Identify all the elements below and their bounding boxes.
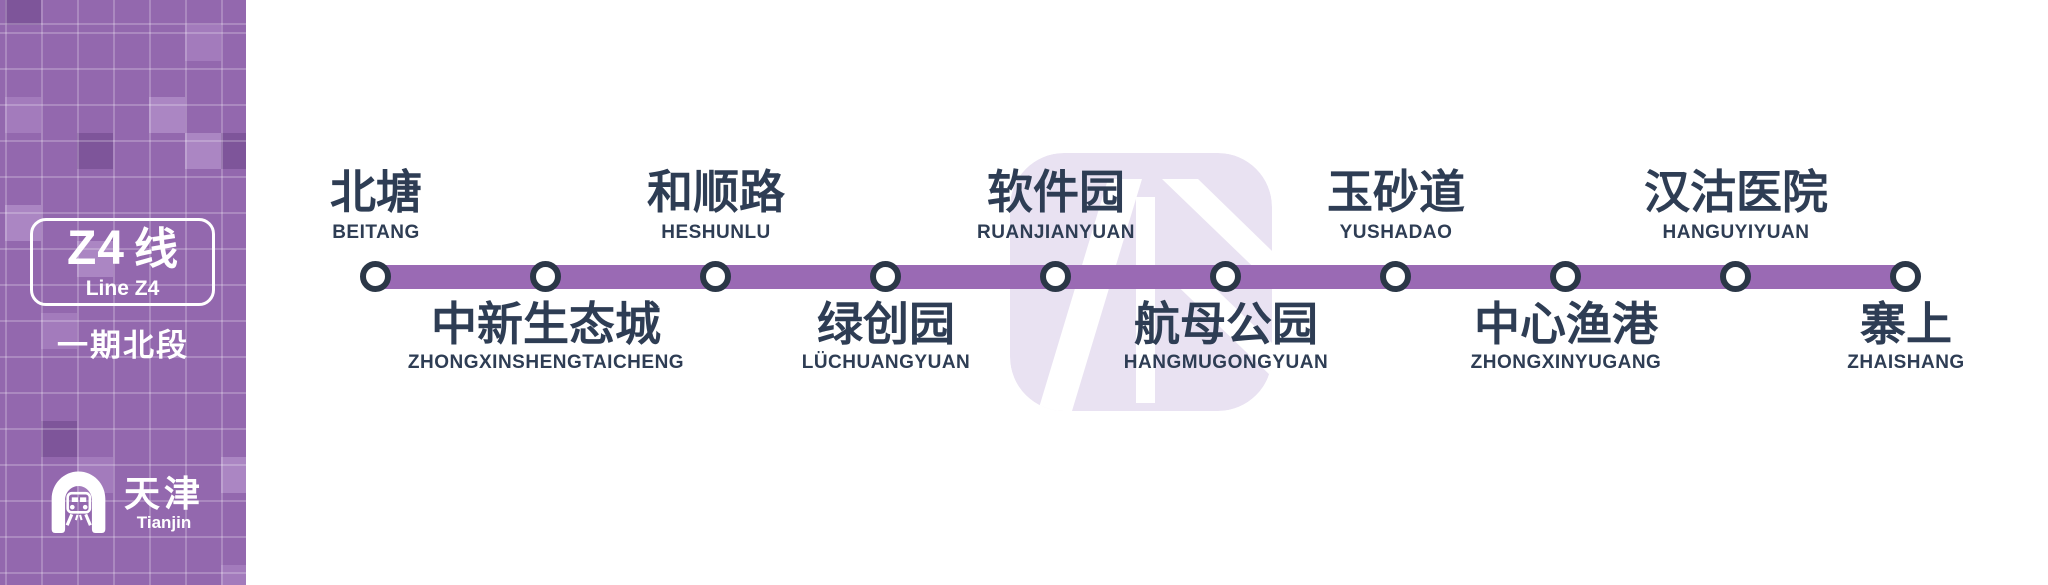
station-name-cn: 玉砂道: [1327, 167, 1465, 218]
station: 汉沽医院 HANGUYIYUAN: [1536, 0, 1936, 585]
station-marker-icon: [1380, 261, 1411, 292]
mosaic-tile: [5, 97, 41, 133]
mosaic-tile: [221, 457, 246, 493]
station-name-en: ZHONGXINSHENGTAICHENG: [407, 352, 685, 373]
mosaic-tile: [77, 133, 113, 169]
mosaic-tile: [77, 241, 113, 277]
station-marker-icon: [1890, 261, 1921, 292]
metro-arch-train-icon: [50, 470, 107, 539]
station: 绿创园 LÜCHUANGYUAN: [686, 0, 1086, 585]
station-name-cn: 和顺路: [647, 167, 785, 218]
station-marker-icon: [1550, 261, 1581, 292]
station-name-en: LÜCHUANGYUAN: [801, 352, 971, 373]
station-marker-icon: [1040, 261, 1071, 292]
mosaic-tile: [221, 565, 246, 585]
station-marker-icon: [530, 261, 561, 292]
station-marker-icon: [1720, 261, 1751, 292]
station: 寨上 ZHAISHANG: [1706, 0, 2048, 585]
mosaic-tile: [41, 421, 77, 457]
station-name-cn: 汉沽医院: [1644, 167, 1828, 218]
mosaic-tile: [149, 97, 185, 133]
station: 和顺路 HESHUNLU: [516, 0, 916, 585]
station-name-en: HANGMUGONGYUAN: [1123, 352, 1329, 373]
station-name-en: HANGUYIYUAN: [1662, 222, 1810, 243]
station-name-cn: 北塘: [330, 167, 422, 218]
station: 航母公园 HANGMUGONGYUAN: [1026, 0, 1426, 585]
brand-city-cn: 天津: [124, 474, 205, 515]
station-marker-icon: [870, 261, 901, 292]
mosaic-tile: [41, 313, 77, 349]
mosaic-tile: [185, 133, 221, 169]
station-name-en: HESHUNLU: [661, 222, 771, 243]
line-name-en: Line Z4: [85, 277, 160, 300]
station-marker-icon: [1210, 261, 1241, 292]
phase-label: 一期北段: [57, 328, 189, 363]
sidebar: Z4 线 Line Z4 一期北段: [0, 0, 246, 585]
mosaic-tile: [221, 133, 246, 169]
line-code: Z4: [66, 222, 125, 275]
brand-city-en: Tianjin: [136, 513, 192, 533]
station: 中新生态城 ZHONGXINSHENGTAICHENG: [346, 0, 746, 585]
station-name-en: ZHAISHANG: [1847, 352, 1965, 373]
station-name-cn: 中新生态城: [431, 299, 661, 350]
route-line: [376, 265, 1906, 289]
station-name-en: YUSHADAO: [1339, 222, 1453, 243]
brand-text: 天津 Tianjin: [124, 474, 205, 533]
station-name-en: BEITANG: [332, 222, 420, 243]
line-badge: Z4 线 Line Z4: [30, 218, 215, 306]
line-code-suffix-cn: 线: [134, 225, 178, 274]
brand: 天津 Tianjin: [50, 470, 204, 539]
station-name-cn: 中心渔港: [1474, 299, 1658, 350]
station-name-cn: 航母公园: [1134, 299, 1318, 350]
station-name-en: ZHONGXINYUGANG: [1470, 352, 1662, 373]
station-marker-icon: [360, 261, 391, 292]
mosaic-tile: [185, 25, 221, 61]
station: 软件园 RUANJIANYUAN: [856, 0, 1256, 585]
station: 玉砂道 YUSHADAO: [1196, 0, 1596, 585]
station: 北塘 BEITANG: [176, 0, 576, 585]
mosaic-tile: [5, 0, 41, 25]
station-name-cn: 软件园: [987, 167, 1125, 218]
line-badge-title: Z4 线: [67, 225, 178, 273]
station-name-cn: 绿创园: [817, 299, 955, 350]
station: 中心渔港 ZHONGXINYUGANG: [1366, 0, 1766, 585]
station-marker-icon: [700, 261, 731, 292]
station-name-en: RUANJIANYUAN: [976, 222, 1135, 243]
station-name-cn: 寨上: [1860, 299, 1952, 350]
